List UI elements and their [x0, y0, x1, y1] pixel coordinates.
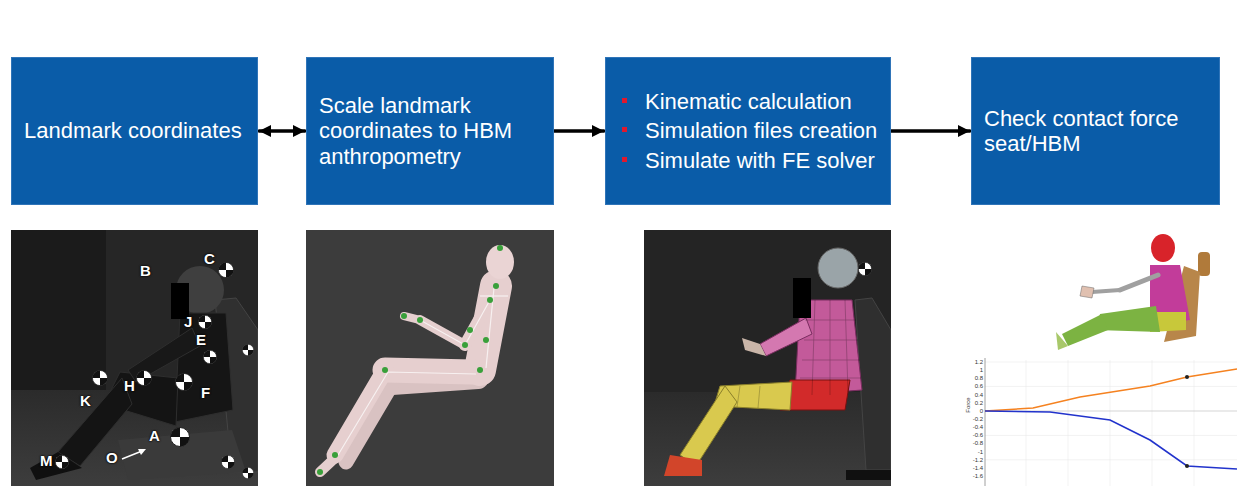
axis-tick: 0.8: [970, 375, 983, 381]
axis-tick: -0.6: [970, 432, 983, 438]
landmark-letter: O: [106, 450, 118, 466]
landmark-letter: K: [80, 393, 91, 409]
force-check: [963, 230, 1237, 486]
bullet-item: Simulate with FE solver: [618, 148, 878, 173]
process-box: Scale landmark coordinates to HBM anthro…: [306, 57, 554, 205]
landmark-letter: E: [196, 332, 206, 348]
bullet-mark: [622, 127, 627, 132]
axis-tick: 1: [970, 367, 983, 373]
landmark-letter: C: [204, 251, 215, 267]
hbm-model: [306, 230, 554, 486]
axis-tick: -0.8: [970, 440, 983, 446]
landmark-letter: J: [184, 314, 192, 330]
landmark-letter: F: [201, 385, 210, 401]
axis-tick: -1.6: [970, 473, 983, 479]
landmark-letter: B: [140, 263, 151, 279]
box-text: Simulation files creation: [645, 118, 877, 143]
axis-tick: -1.4: [970, 465, 983, 471]
simulation-overlay: [644, 230, 891, 486]
box-text: Scale landmark coordinates to HBM anthro…: [319, 93, 541, 169]
bullet-mark: [622, 157, 627, 162]
axis-tick: -0.4: [970, 424, 983, 430]
process-box: Check contact force seat/HBM: [971, 57, 1220, 205]
box-text: Landmark coordinates: [24, 118, 245, 143]
bullet-item: Simulation files creation: [618, 118, 878, 143]
axis-tick: 0: [970, 408, 983, 414]
bullet-item: Kinematic calculation: [618, 89, 878, 114]
axis-tick: -0.2: [970, 416, 983, 422]
subject-photo: [11, 230, 258, 486]
axis-tick: 0.4: [970, 392, 983, 398]
axis-title: Force: [965, 397, 971, 412]
process-box: Landmark coordinates: [11, 57, 258, 205]
axis-tick: 1.2: [970, 359, 983, 365]
box-text: Kinematic calculation: [645, 89, 852, 114]
landmark-letter: M: [40, 453, 53, 469]
bullet-mark: [622, 98, 627, 103]
box-text: Simulate with FE solver: [645, 148, 875, 173]
process-box: Kinematic calculationSimulation files cr…: [605, 57, 891, 205]
axis-tick: 0.2: [970, 400, 983, 406]
box-text: Check contact force seat/HBM: [984, 106, 1207, 157]
flow-arrow: [259, 130, 971, 133]
axis-tick: -1: [970, 449, 983, 455]
landmark-letter: H: [124, 378, 135, 394]
landmark-letter: A: [149, 428, 160, 444]
axis-tick: -1.2: [970, 457, 983, 463]
axis-tick: 0.6: [970, 383, 983, 389]
